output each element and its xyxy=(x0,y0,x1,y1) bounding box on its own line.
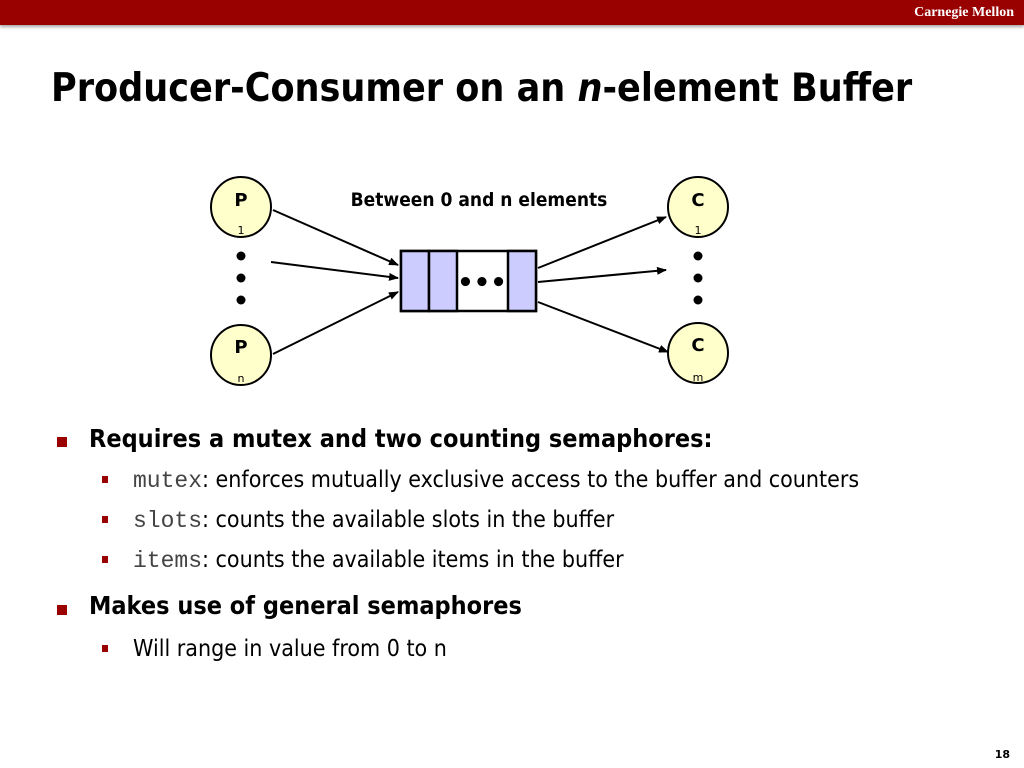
sub-bullet-slots: slots: counts the available slots in the… xyxy=(133,507,614,534)
code-slots: slots xyxy=(133,508,203,534)
sub-bullet-slots-text: : counts the available slots in the buff… xyxy=(202,507,615,533)
bullet-marker xyxy=(57,605,67,615)
buffer-slot-2 xyxy=(427,249,459,313)
sub-bullet-marker xyxy=(102,645,108,652)
producer-dot-1 xyxy=(236,251,246,261)
consumer-node-bottom xyxy=(667,322,729,384)
title-prefix: Producer-Consumer on an xyxy=(51,66,578,111)
producer-bottom-letter: P xyxy=(234,337,247,358)
page-number: 18 xyxy=(994,748,1010,761)
bullet-2: Makes use of general semaphores xyxy=(89,591,522,620)
consumer-bottom-sub: m xyxy=(693,371,704,384)
arrow-producer1-to-buffer xyxy=(272,209,399,266)
sub-bullet-marker xyxy=(102,476,108,483)
producer-dot-2 xyxy=(236,273,246,283)
bullet-1: Requires a mutex and two counting semaph… xyxy=(89,424,713,453)
sub-bullet-mutex-text: : enforces mutually exclusive access to … xyxy=(202,467,860,493)
consumer-top-letter: C xyxy=(691,190,704,211)
consumer-bottom-letter: C xyxy=(691,335,704,356)
buffer-label: Between 0 and n elements xyxy=(351,189,608,211)
producer-bottom-sub: n xyxy=(238,372,245,385)
consumer-top-sub: 1 xyxy=(695,224,702,237)
producer-node-bottom xyxy=(210,324,272,386)
buffer-ellipsis: ••• xyxy=(457,268,507,298)
producer-node-top xyxy=(210,176,272,238)
consumer-dot-1 xyxy=(693,251,703,261)
buffer-slot-last xyxy=(506,249,538,313)
producer-top-sub: 1 xyxy=(238,224,245,237)
slide-title: Producer-Consumer on an n-element Buffer xyxy=(51,66,912,111)
title-italic: n xyxy=(577,66,603,111)
arrow-buffer-to-consumer-mid xyxy=(537,266,667,283)
buffer-slot-1 xyxy=(399,249,431,313)
code-items: items xyxy=(133,548,203,574)
producer-dot-3 xyxy=(236,295,246,305)
consumer-node-top xyxy=(667,176,729,238)
consumer-dot-2 xyxy=(693,273,703,283)
bullet-marker xyxy=(57,437,67,447)
sub-bullet-range: Will range in value from 0 to n xyxy=(133,636,447,662)
sub-bullet-items-text: : counts the available items in the buff… xyxy=(202,547,624,573)
sub-bullet-marker xyxy=(102,516,108,523)
title-suffix: -element Buffer xyxy=(602,66,913,111)
arrow-buffer-to-consumer1 xyxy=(537,216,667,269)
header-bar: Carnegie Mellon xyxy=(0,0,1024,25)
arrow-buffer-to-consumerm xyxy=(537,301,669,353)
code-mutex: mutex xyxy=(133,468,203,494)
arrow-producer-mid-to-buffer xyxy=(270,261,399,281)
producer-top-letter: P xyxy=(234,190,247,211)
sub-bullet-marker xyxy=(102,556,108,563)
arrow-producern-to-buffer xyxy=(272,291,399,355)
brand-name: Carnegie Mellon xyxy=(914,5,1014,20)
sub-bullet-mutex: mutex: enforces mutually exclusive acces… xyxy=(133,467,859,494)
sub-bullet-items: items: counts the available items in the… xyxy=(133,547,624,574)
consumer-dot-3 xyxy=(693,295,703,305)
